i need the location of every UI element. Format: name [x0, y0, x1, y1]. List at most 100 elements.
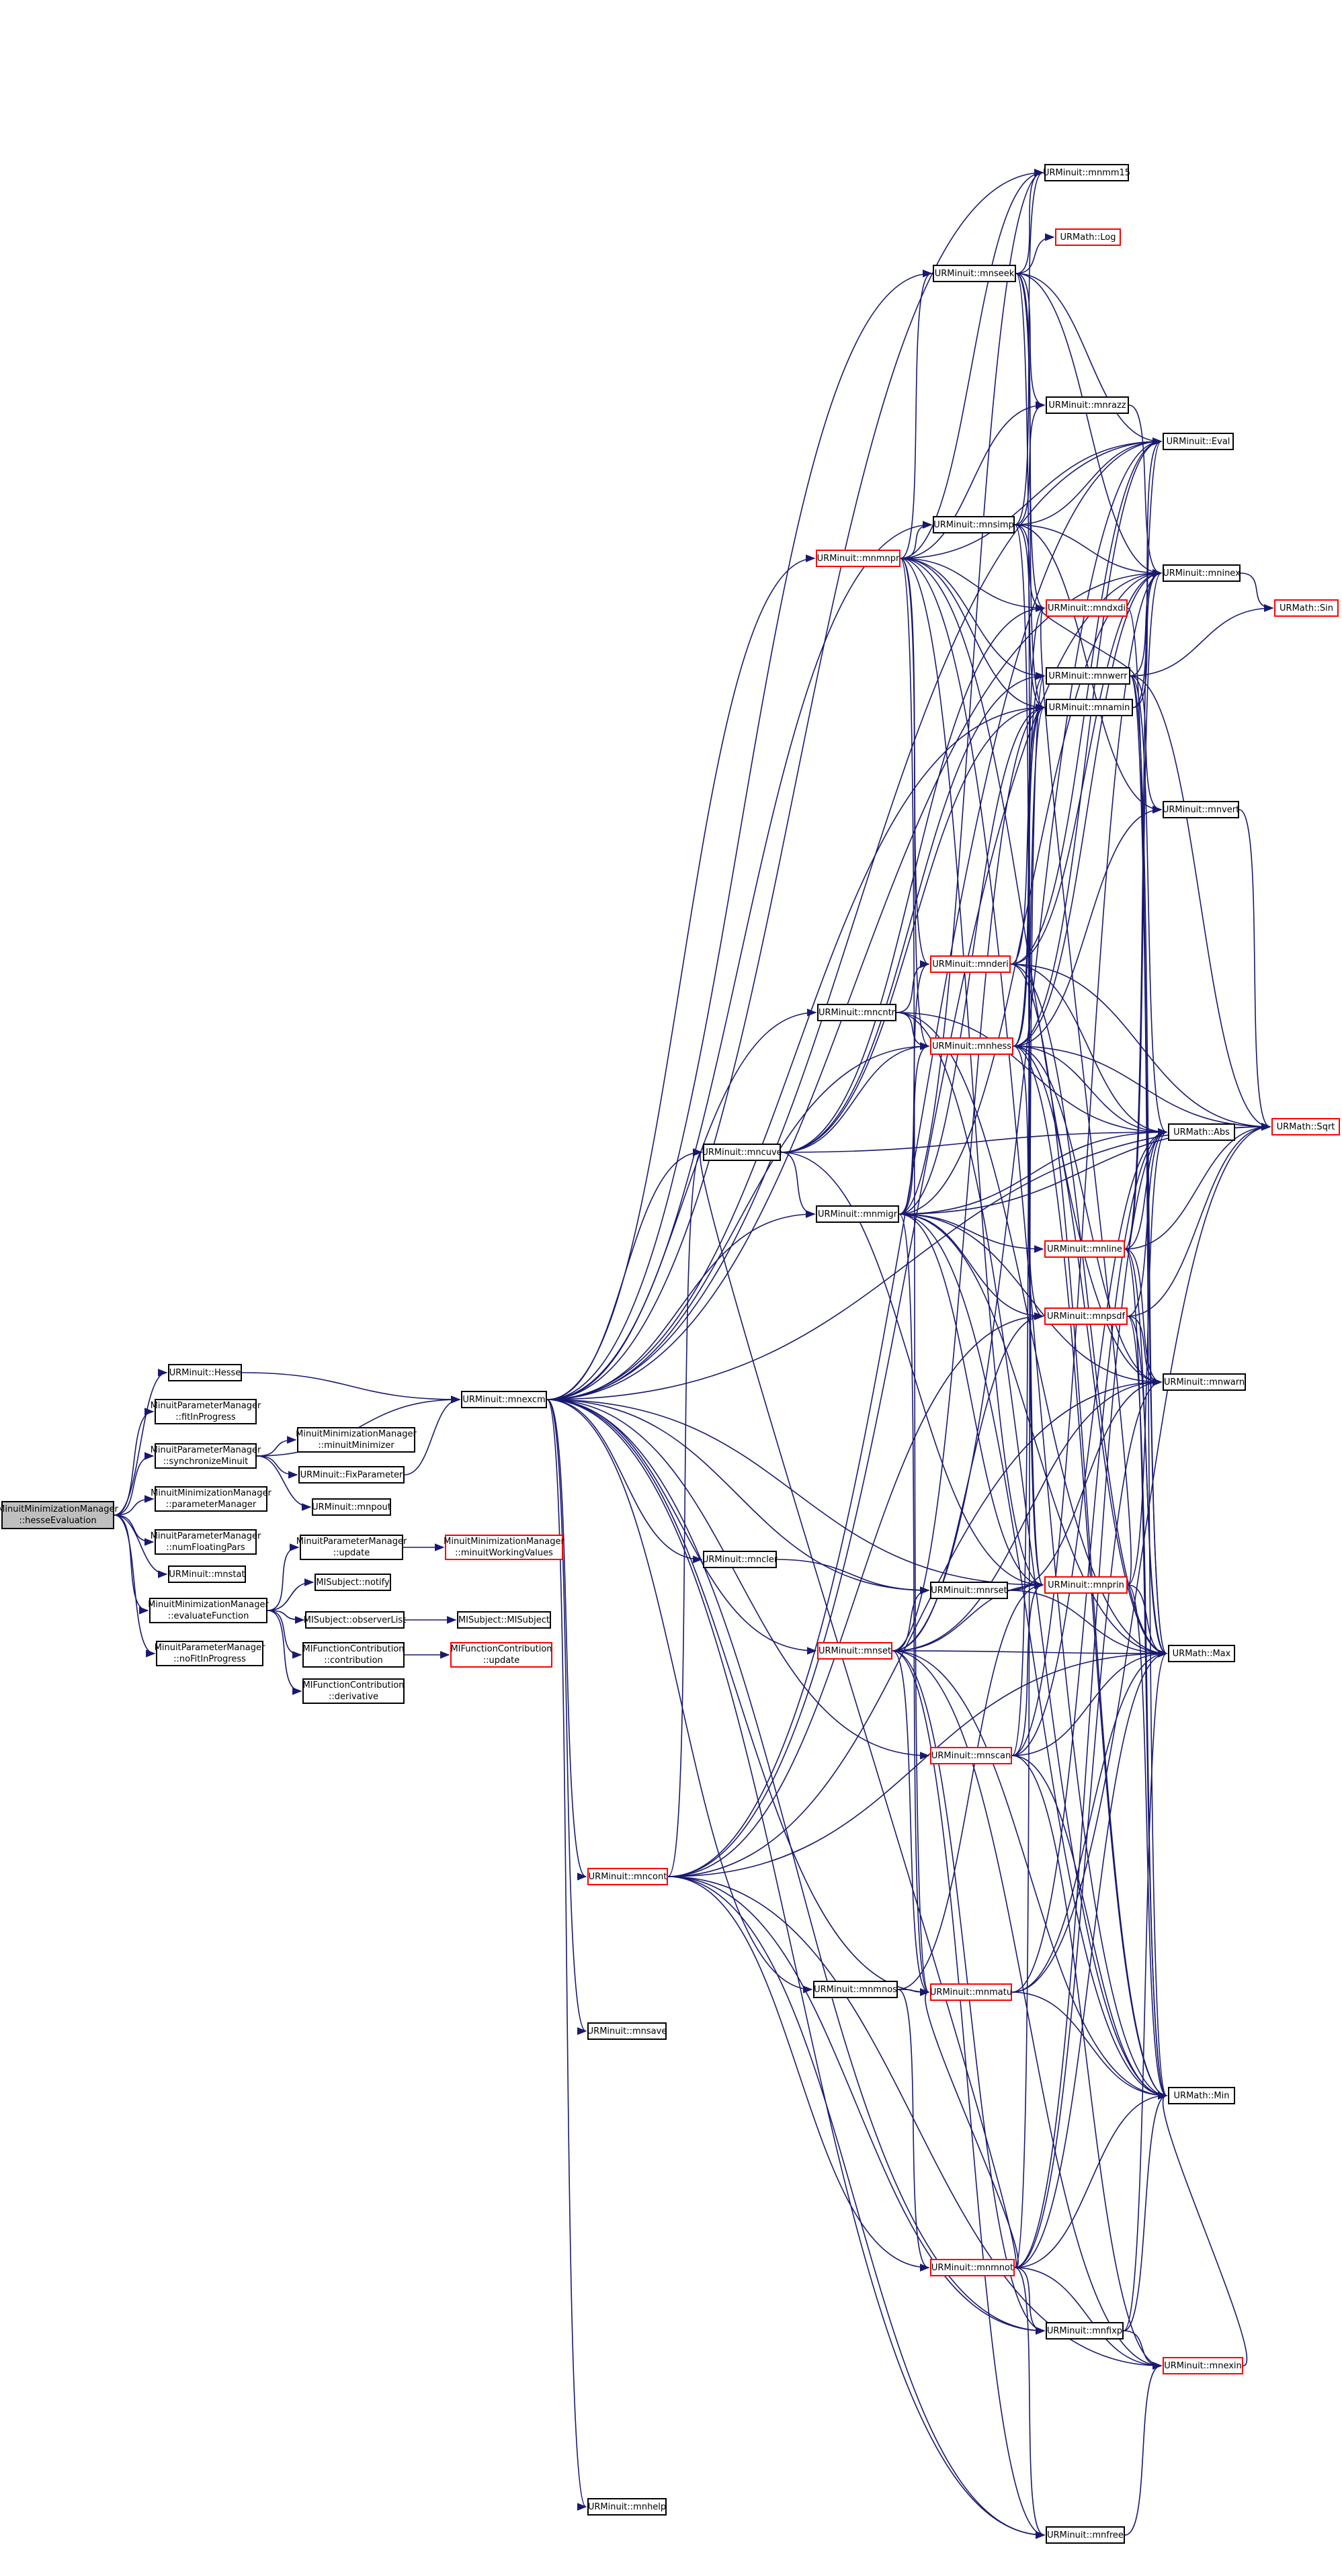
graph-node-pm_parammgr[interactable]: MinuitMinimizationManager::parameterMana…: [151, 1486, 271, 1512]
graph-node-mmm_eval[interactable]: MinuitMinimizationManager::evaluateFunct…: [148, 1598, 269, 1623]
graph-node-mmm_working[interactable]: MinuitMinimizationManager::minuitWorking…: [444, 1535, 564, 1560]
graph-node-mnhelp[interactable]: URMinuit::mnhelp: [587, 2498, 667, 2516]
graph-node-mnprin[interactable]: URMinuit::mnprin: [1044, 1576, 1128, 1594]
graph-node-mnsimp[interactable]: URMinuit::mnsimp: [933, 516, 1015, 533]
graph-node-mnwarn[interactable]: URMinuit::mnwarn: [1163, 1373, 1246, 1391]
graph-node-label: URMinuit::Eval: [1166, 436, 1230, 447]
graph-node-label: ::synchronizeMinuit: [163, 1457, 249, 1467]
edge-mnexcm-to-mnscan: [546, 1399, 930, 1760]
graph-node-fc_contribution[interactable]: MIFunctionContribution::contribution: [302, 1642, 405, 1668]
edge-mndxdi-to-max: [1127, 607, 1168, 1658]
edge-mnpsdf-to-abs: [1127, 1128, 1168, 1317]
graph-node-mnmnpr[interactable]: URMinuit::mnmnpr: [816, 550, 900, 567]
edge-hesse-to-mnexcm: [241, 1372, 461, 1404]
graph-node-eval[interactable]: URMinuit::Eval: [1163, 433, 1234, 450]
graph-node-label: URMath::Abs: [1173, 1127, 1230, 1137]
graph-node-label: URMinuit::mnhess: [931, 1041, 1011, 1051]
graph-node-observerlist[interactable]: MISubject::observerList: [304, 1611, 406, 1629]
graph-node-mnwerr[interactable]: URMinuit::mnwerr: [1046, 667, 1130, 685]
graph-node-misubject[interactable]: MISubject::MISubject: [457, 1611, 551, 1629]
edge-mncler-to-mnrset: [776, 1559, 930, 1594]
graph-node-fc_derivative[interactable]: MIFunctionContribution::derivative: [302, 1678, 405, 1704]
graph-node-mnfree[interactable]: URMinuit::mnfree: [1046, 2526, 1125, 2544]
graph-node-mnderi[interactable]: URMinuit::mnderi: [930, 955, 1011, 973]
graph-node-label: URMinuit::mnset: [818, 1645, 892, 1656]
graph-node-mnrset[interactable]: URMinuit::mnrset: [930, 1582, 1008, 1599]
graph-node-mnstat[interactable]: URMinuit::mnstat: [168, 1565, 246, 1583]
graph-node-label: URMinuit::FixParameter: [300, 1469, 403, 1480]
graph-node-label: URMinuit::mndxdi: [1047, 603, 1126, 613]
graph-node-pm_nofit[interactable]: MinuitParameterManager::noFitInProgress: [155, 1641, 265, 1666]
edge-mnmigr-to-mnpsdf: [898, 1213, 1044, 1320]
graph-node-fc_update[interactable]: MIFunctionContribution::update: [450, 1642, 552, 1668]
graph-node-label: ::minuitWorkingValues: [455, 1548, 553, 1558]
graph-node-label: ::numFloatingPars: [166, 1543, 245, 1553]
graph-node-mncont[interactable]: URMinuit::mncont: [587, 1868, 668, 1885]
graph-node-mnsave[interactable]: URMinuit::mnsave: [587, 2022, 667, 2040]
graph-node-label: URMinuit::mnsave: [587, 2026, 667, 2036]
graph-node-pm_sync[interactable]: MinuitParameterManager::synchronizeMinui…: [151, 1443, 261, 1469]
graph-node-sqrt[interactable]: URMath::Sqrt: [1271, 1118, 1340, 1135]
edge-mnhess-to-mnwarn: [1013, 1045, 1163, 1386]
edge-mnmigr-to-mnline: [898, 1213, 1044, 1253]
edge-mnset-to-mnrset: [892, 1586, 930, 1651]
edge-mnprin-to-abs: [1127, 1128, 1168, 1586]
graph-node-mnmatu[interactable]: URMinuit::mnmatu: [930, 1983, 1012, 2001]
graph-node-mnmnos[interactable]: URMinuit::mnmnos: [813, 1981, 898, 1998]
edge-mnexcm-to-mnrset: [546, 1399, 930, 1594]
edge-mnmnpr-to-mnamin: [900, 558, 1046, 712]
graph-node-mndxdi[interactable]: URMinuit::mndxdi: [1046, 599, 1128, 617]
graph-node-mnscan[interactable]: URMinuit::mnscan: [930, 1747, 1012, 1764]
graph-node-mnset[interactable]: URMinuit::mnset: [817, 1642, 892, 1660]
edge-mnmnpr-to-mnderi: [900, 558, 930, 968]
graph-node-pm_fitinprogress[interactable]: MinuitParameterManager::fitInProgress: [151, 1399, 261, 1424]
graph-node-mnpsdf[interactable]: URMinuit::mnpsdf: [1044, 1307, 1128, 1325]
graph-node-hesse[interactable]: URMinuit::Hesse: [168, 1364, 242, 1381]
edge-mncont-to-mnmnot: [667, 1876, 930, 2272]
graph-node-abs[interactable]: URMath::Abs: [1168, 1123, 1235, 1141]
graph-node-mnexin[interactable]: URMinuit::mnexin: [1163, 2357, 1243, 2374]
graph-node-mnmnot[interactable]: URMinuit::mnmnot: [930, 2259, 1015, 2276]
graph-node-mnvert[interactable]: URMinuit::mnvert: [1163, 801, 1239, 818]
edge-mnmnpr-to-mnsimp: [900, 521, 933, 559]
edge-mnsimp-to-eval: [1014, 437, 1163, 525]
graph-node-mnrazz[interactable]: URMinuit::mnrazz: [1046, 396, 1129, 414]
graph-node-mncler[interactable]: URMinuit::mncler: [702, 1551, 778, 1568]
graph-node-mnhess[interactable]: URMinuit::mnhess: [930, 1037, 1013, 1055]
edge-pm_sync-to-mnpout: [256, 1455, 312, 1511]
graph-node-mncuve[interactable]: URMinuit::mncuve: [702, 1144, 782, 1161]
graph-node-label: MinuitMinimizationManager: [0, 1504, 118, 1514]
graph-node-mncntr[interactable]: URMinuit::mncntr: [817, 1004, 896, 1021]
graph-node-mnline[interactable]: URMinuit::mnline: [1044, 1240, 1125, 1258]
graph-node-pm_numfloat[interactable]: MinuitParameterManager::numFloatingPars: [151, 1529, 261, 1555]
graph-node-mmm_minimizer[interactable]: MinuitMinimizationManager::minuitMinimiz…: [296, 1427, 417, 1453]
edge-mnmigr-to-mnhess: [898, 1042, 930, 1215]
edge-mnmnpr-to-mnseek: [900, 269, 933, 559]
graph-node-log[interactable]: URMath::Log: [1055, 228, 1121, 246]
graph-node-mnfixp[interactable]: URMinuit::mnfixp: [1046, 2322, 1124, 2339]
graph-node-mnexcm[interactable]: URMinuit::mnexcm: [461, 1391, 547, 1408]
graph-node-mnmigr[interactable]: URMinuit::mnmigr: [816, 1205, 899, 1223]
graph-node-label: ::parameterManager: [165, 1500, 257, 1510]
edge-mnseek-to-log: [1015, 233, 1055, 274]
graph-node-label: URMinuit::mnstat: [169, 1569, 245, 1580]
graph-node-min[interactable]: URMath::Min: [1168, 2087, 1235, 2104]
graph-node-mnmm15[interactable]: URMinuit::mnmm15: [1043, 164, 1130, 181]
graph-node-mninex[interactable]: URMinuit::mninex: [1163, 564, 1241, 582]
graph-node-mnpout[interactable]: URMinuit::mnpout: [312, 1498, 391, 1516]
edge-mnhess-to-eval: [1013, 437, 1163, 1047]
edge-mnprin-to-mndxdi: [1035, 604, 1132, 1586]
graph-node-mnseek[interactable]: URMinuit::mnseek: [933, 265, 1016, 282]
graph-node-mnamin[interactable]: URMinuit::mnamin: [1046, 699, 1133, 716]
graph-node-pm_update[interactable]: MinuitParameterManager::update: [296, 1535, 407, 1560]
graph-node-fixparam[interactable]: URMinuit::FixParameter: [298, 1466, 405, 1484]
graph-node-max[interactable]: URMath::Max: [1168, 1645, 1235, 1662]
graph-node-sin[interactable]: URMath::Sin: [1274, 599, 1339, 617]
edge-mnsimp-to-mnrazz: [1014, 401, 1046, 525]
graph-node-label: ::evaluateFunction: [167, 1611, 249, 1621]
edge-mncuve-to-abs: [780, 1128, 1168, 1153]
graph-node-notify[interactable]: MISubject::notify: [314, 1574, 391, 1591]
edge-mnseek-to-mnrazz: [1015, 273, 1046, 409]
edge-mnexcm-to-mnhess: [546, 1042, 930, 1400]
